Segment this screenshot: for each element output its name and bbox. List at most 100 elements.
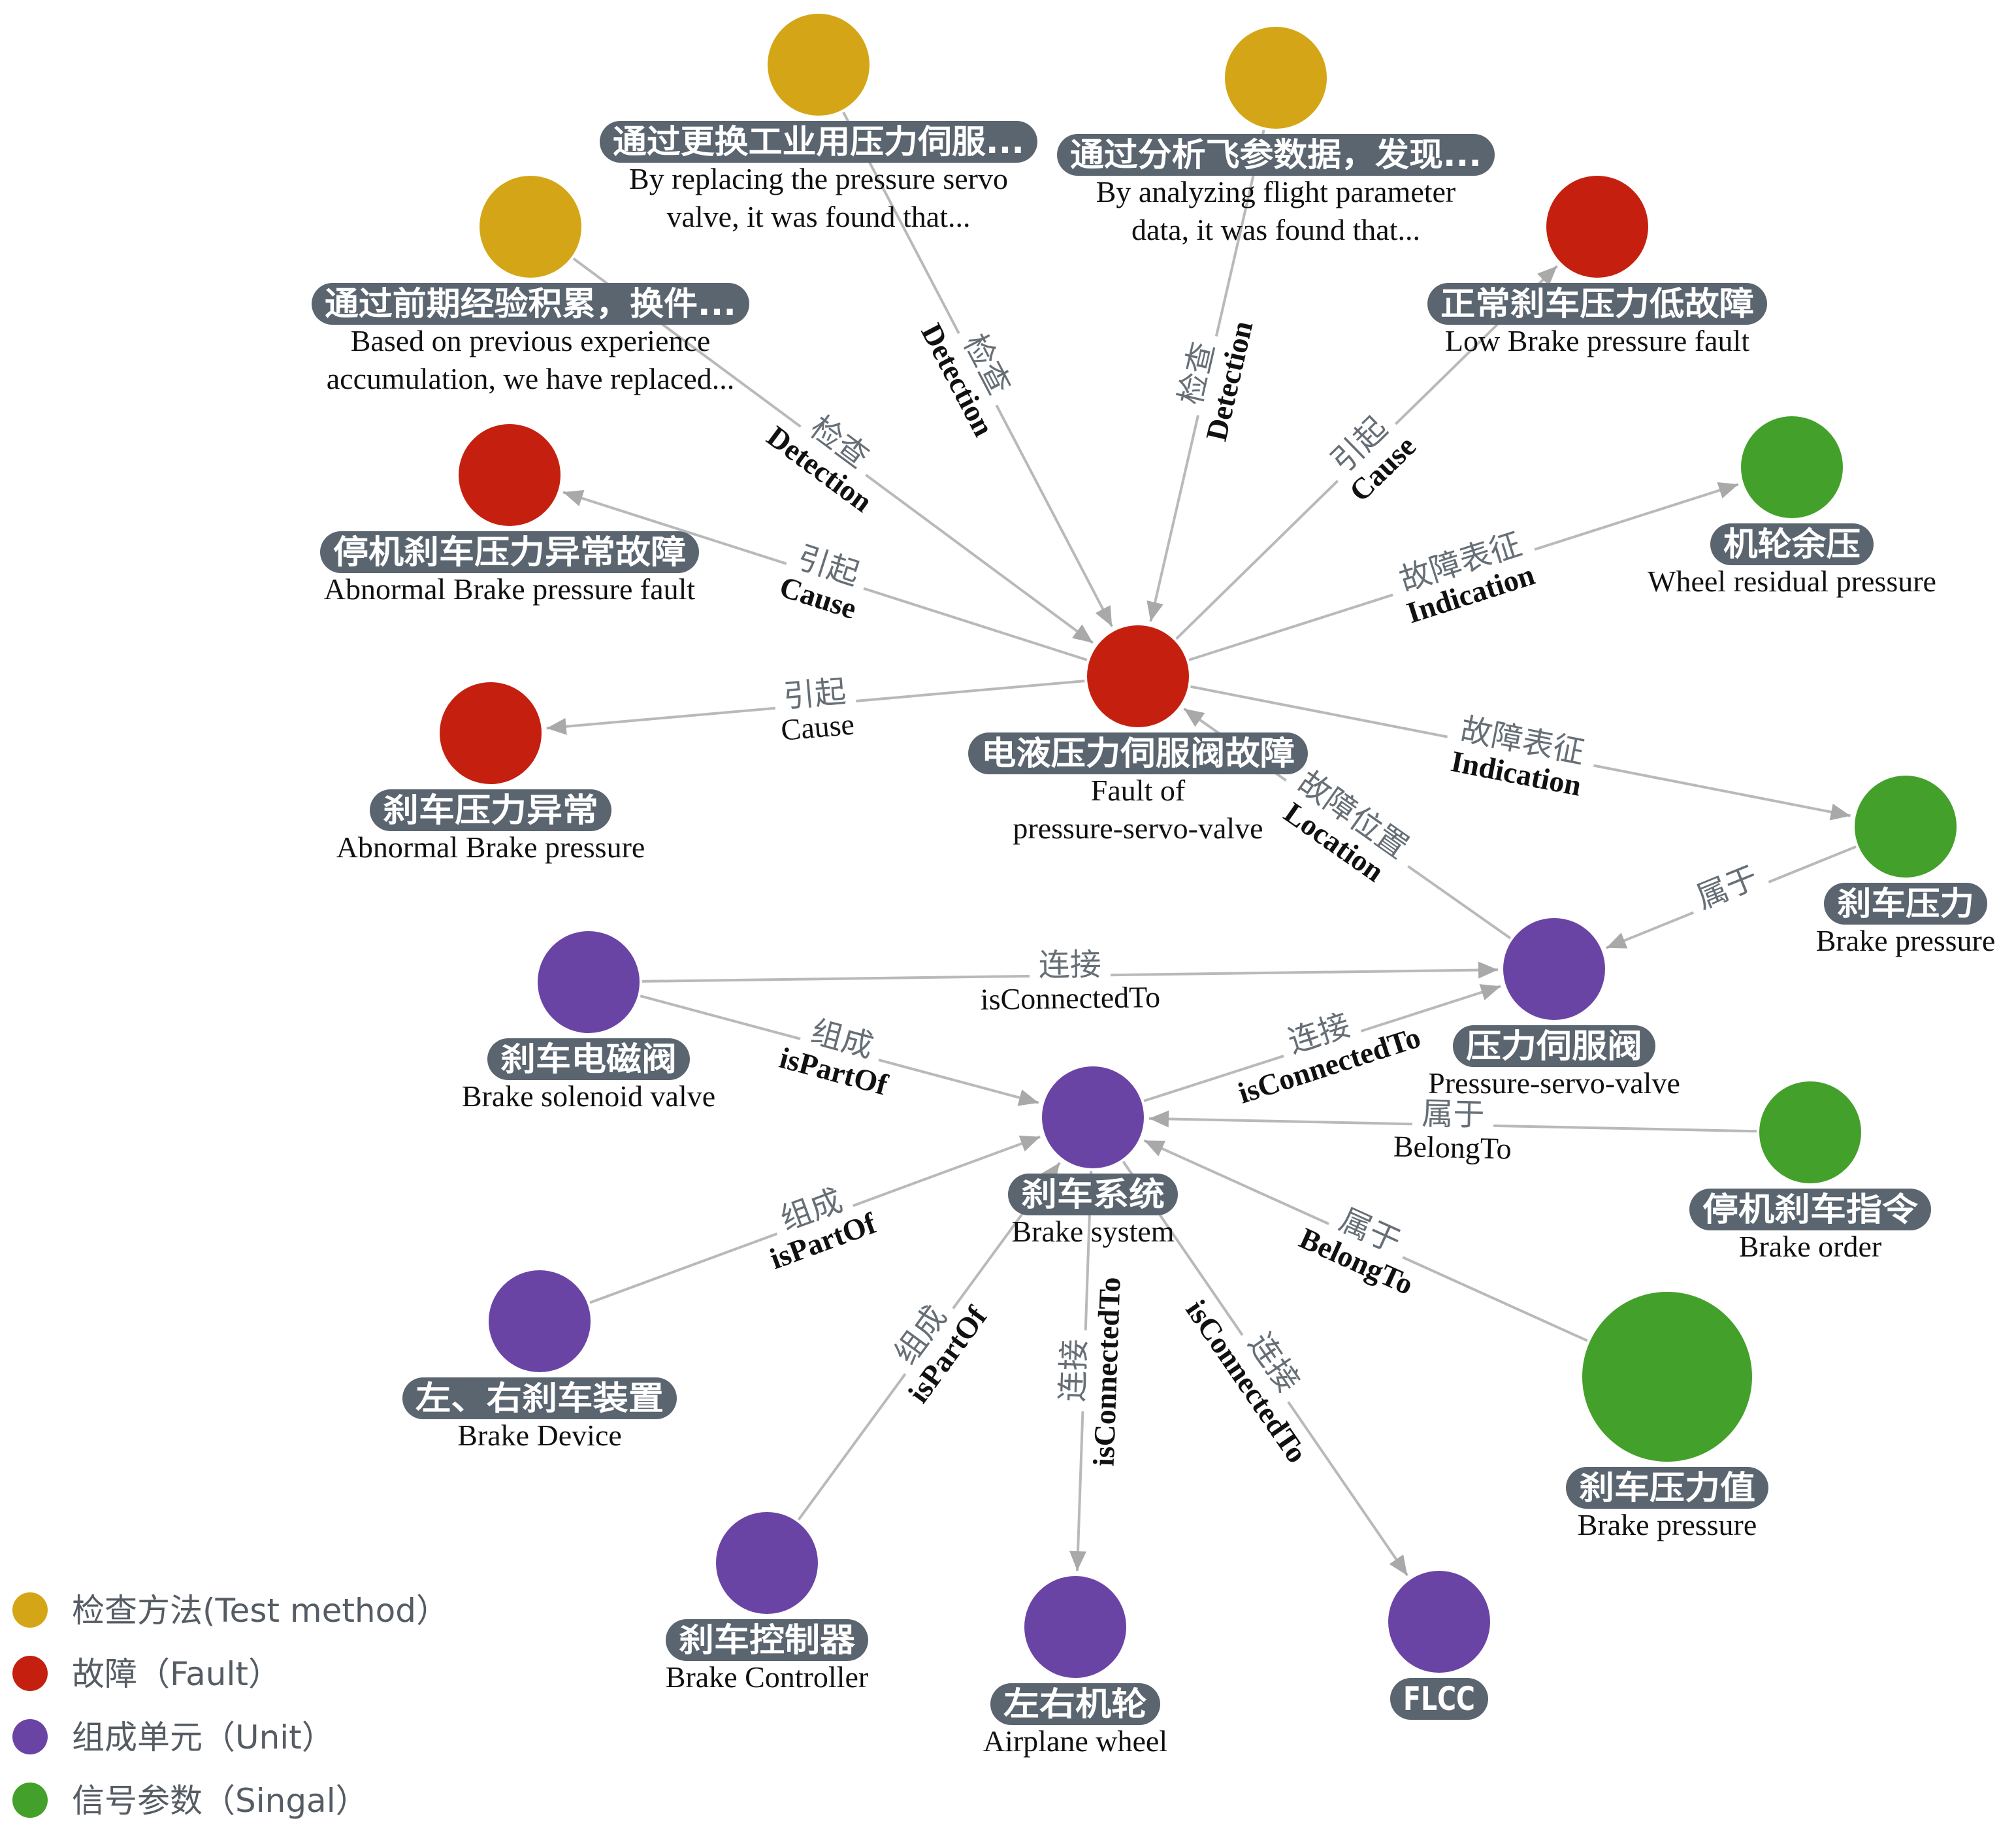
test-method-node-circle[interactable] bbox=[480, 176, 581, 278]
fault-node-circle[interactable] bbox=[1087, 625, 1189, 727]
signal-node-circle[interactable] bbox=[1855, 776, 1957, 878]
edge-arrowhead bbox=[1717, 482, 1739, 499]
legend-label: 故障（Fault） bbox=[72, 1655, 281, 1693]
node-label-pill bbox=[666, 1619, 868, 1661]
legend-item-fault: 故障（Fault） bbox=[12, 1655, 281, 1693]
unit-node-circle[interactable] bbox=[1024, 1576, 1126, 1678]
node-tm2[interactable]: 通过分析飞参数据，发现...By analyzing flight parame… bbox=[1057, 27, 1495, 246]
node-label-en: Wheel residual pressure bbox=[1648, 565, 1936, 598]
node-label-en: Fault of bbox=[1091, 774, 1186, 807]
edge-label-zh: 引起 bbox=[782, 673, 848, 715]
edge-label-zh: 属于 bbox=[1691, 859, 1763, 916]
node-label-zh: 通过前期经验积累，换件... bbox=[325, 285, 736, 323]
legend-label: 检查方法(Test method） bbox=[72, 1592, 449, 1630]
edge-arrowhead bbox=[1148, 1110, 1169, 1128]
node-u_flcc[interactable]: FLCC bbox=[1388, 1571, 1490, 1720]
node-label-en: valve, it was found that... bbox=[666, 200, 970, 233]
edge-arrowhead bbox=[1146, 600, 1163, 622]
legend-swatch bbox=[12, 1719, 48, 1754]
edge-label-background bbox=[1281, 759, 1423, 873]
unit-node-circle[interactable] bbox=[538, 931, 640, 1033]
edge-label-en: isConnectedTo bbox=[980, 980, 1160, 1016]
edge-label-background bbox=[1319, 405, 1401, 487]
edge-label-zh: 连接 bbox=[1038, 946, 1101, 983]
legend-label: 组成单元（Unit） bbox=[72, 1718, 334, 1756]
node-label-en: Brake pressure bbox=[1816, 924, 1996, 957]
node-label-en: accumulation, we have replaced... bbox=[327, 362, 735, 395]
legend-swatch bbox=[12, 1592, 48, 1628]
edge-label-en: isConnectedTo bbox=[1087, 1277, 1127, 1467]
node-label-en: Pressure-servo-valve bbox=[1428, 1066, 1680, 1100]
node-label-zh: 刹车压力值 bbox=[1579, 1469, 1755, 1507]
node-tm1[interactable]: 通过更换工业用压力伺服...By replacing the pressure … bbox=[600, 14, 1037, 233]
node-label-en: Brake solenoid valve bbox=[462, 1079, 715, 1113]
node-label-zh: 刹车控制器 bbox=[679, 1621, 856, 1659]
edge-arrowhead bbox=[562, 489, 585, 506]
edge-label-group: 属于 bbox=[1683, 857, 1772, 920]
node-label-en: Airplane wheel bbox=[983, 1724, 1167, 1758]
signal-node-circle[interactable] bbox=[1759, 1081, 1861, 1183]
legend-label: 信号参数（Singal） bbox=[72, 1782, 368, 1820]
node-label-pill bbox=[1057, 134, 1495, 176]
unit-node-circle[interactable] bbox=[489, 1270, 591, 1372]
fault-node-circle[interactable] bbox=[440, 682, 542, 784]
signal-node-circle[interactable] bbox=[1741, 416, 1843, 518]
legend-item-test-method: 检查方法(Test method） bbox=[12, 1592, 449, 1630]
node-label-en: By replacing the pressure servo bbox=[629, 162, 1008, 195]
unit-node-circle[interactable] bbox=[1042, 1066, 1144, 1168]
node-label-zh: 左右机轮 bbox=[1003, 1685, 1147, 1723]
edge-label-background bbox=[784, 538, 872, 596]
unit-node-circle[interactable] bbox=[1388, 1571, 1490, 1673]
edge-label-background bbox=[952, 321, 1020, 409]
edge-arrowhead bbox=[1018, 1135, 1041, 1152]
edge-arrowhead bbox=[546, 717, 567, 735]
signal-node-circle[interactable] bbox=[1582, 1292, 1752, 1462]
edge-arrowhead bbox=[1478, 961, 1499, 979]
node-label-en: Low Brake pressure fault bbox=[1445, 324, 1749, 357]
unit-node-circle[interactable] bbox=[1503, 918, 1605, 1020]
node-label-pill bbox=[1689, 1189, 1931, 1230]
edge-label-en: Cause bbox=[779, 707, 855, 747]
node-label-en: Brake Device bbox=[457, 1419, 622, 1452]
node-label-pill bbox=[370, 789, 611, 831]
test-method-node-circle[interactable] bbox=[1225, 27, 1327, 129]
node-label-en: pressure-servo-valve bbox=[1013, 812, 1263, 845]
node-label-zh: 正常刹车压力低故障 bbox=[1440, 285, 1754, 323]
fault-node-circle[interactable] bbox=[1546, 176, 1648, 278]
node-label-zh: 刹车压力 bbox=[1837, 885, 1974, 923]
node-tm3[interactable]: 通过前期经验积累，换件...Based on previous experien… bbox=[312, 176, 749, 395]
node-label-zh: 停机刹车压力异常故障 bbox=[333, 533, 686, 571]
node-label-en: Based on previous experience bbox=[351, 324, 711, 357]
test-method-node-circle[interactable] bbox=[768, 14, 870, 116]
edge-arrowhead bbox=[1144, 1140, 1166, 1157]
edge-arrowhead bbox=[1072, 624, 1093, 643]
node-label-pill bbox=[312, 283, 749, 325]
node-label-pill bbox=[1566, 1467, 1768, 1509]
unit-node-circle[interactable] bbox=[716, 1512, 818, 1614]
node-label-zh: 刹车电磁阀 bbox=[500, 1040, 677, 1078]
node-label-zh: 压力伺服阀 bbox=[1466, 1027, 1642, 1065]
fault-node-circle[interactable] bbox=[459, 424, 561, 526]
edge-arrowhead bbox=[1069, 1551, 1087, 1571]
